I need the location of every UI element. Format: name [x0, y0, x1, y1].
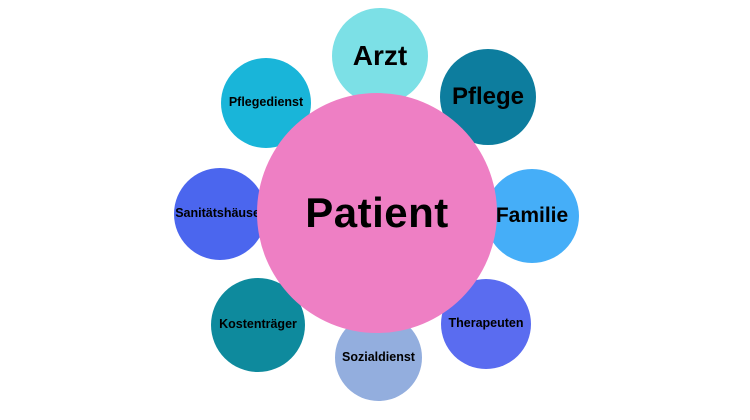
center-label-patient: Patient — [305, 189, 449, 236]
satellite-label-pflegedienst: Pflegedienst — [228, 95, 304, 110]
satellite-circle-familie: Familie — [485, 169, 579, 263]
satellite-label-therapeuten: Therapeuten — [448, 316, 524, 331]
satellite-circle-sanitaetshaeuser: Sanitätshäuser — [174, 168, 266, 260]
satellite-label-familie: Familie — [495, 204, 569, 227]
satellite-label-sanitaetshaeuser: Sanitätshäuser — [175, 206, 265, 221]
satellite-circle-arzt: Arzt — [332, 8, 428, 104]
satellite-label-kostentraeger: Kostenträger — [219, 317, 297, 332]
satellite-label-pflege: Pflege — [451, 83, 525, 110]
center-circle-patient: Patient — [257, 93, 497, 333]
satellite-label-arzt: Arzt — [352, 40, 408, 71]
satellite-label-sozialdienst: Sozialdienst — [342, 349, 415, 364]
